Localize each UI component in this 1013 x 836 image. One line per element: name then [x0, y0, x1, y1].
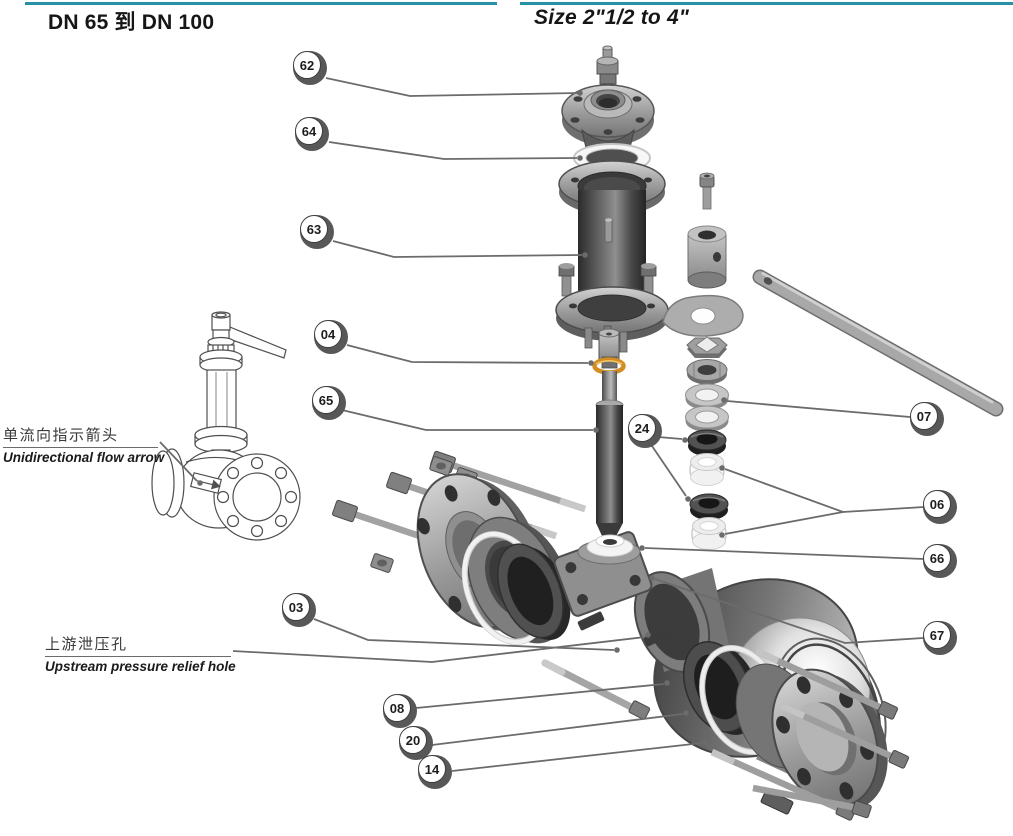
callout-14: 14 [418, 755, 452, 789]
size-title-imperial: Size 2"1/2 to 4" [534, 6, 690, 29]
thrust-ring-lower [691, 517, 727, 550]
stem-washer-upper [685, 383, 729, 410]
callout-14-label: 14 [418, 755, 446, 783]
flow-arrow-marking [189, 472, 223, 494]
extension-column [555, 160, 669, 353]
callout-64-label: 64 [295, 117, 323, 145]
callout-66: 66 [923, 544, 957, 578]
callout-62-label: 62 [293, 51, 321, 79]
assembled-valve-drawing [151, 311, 301, 541]
leader-lines [159, 77, 925, 772]
end-flange-bolts [710, 648, 910, 821]
callout-06: 06 [923, 490, 957, 524]
header-rule-left [25, 2, 497, 5]
upstream-seat-ring [497, 543, 571, 640]
size-title-metric: DN 65 到 DN 100 [48, 11, 215, 34]
callout-66-label: 66 [923, 544, 951, 572]
callout-62: 62 [293, 51, 327, 85]
callout-24-label: 24 [628, 414, 656, 442]
header-rule-right [520, 2, 1013, 5]
callout-20-label: 20 [399, 726, 427, 754]
callout-07-label: 07 [910, 402, 938, 430]
relief-hole-label-en: Upstream pressure relief hole [45, 659, 236, 674]
extended-stem [592, 328, 626, 541]
callout-67-label: 67 [923, 621, 951, 649]
relief-hole-annotation: 上游泄压孔 Upstream pressure relief hole [45, 633, 236, 674]
callout-08: 08 [383, 694, 417, 728]
handle-stop-plate [662, 294, 744, 337]
stem-coupling [687, 225, 727, 289]
callout-65-label: 65 [312, 386, 340, 414]
callout-65: 65 [312, 386, 346, 420]
leader-dots [197, 90, 727, 745]
callout-63: 63 [300, 215, 334, 249]
iso-mounting-pad [553, 531, 653, 617]
top-mounting-flange [561, 45, 655, 157]
callout-07: 07 [910, 402, 944, 436]
callout-04: 04 [314, 320, 348, 354]
stem-hex-nut [686, 359, 728, 385]
stem-seal-upper [687, 429, 727, 456]
flow-arrow-label-cn: 单流向指示箭头 [3, 424, 158, 448]
callout-63-label: 63 [300, 215, 328, 243]
pressure-relief-hole [577, 611, 671, 647]
body-bolt [541, 659, 651, 720]
callout-67: 67 [923, 621, 957, 655]
stem-collar [577, 534, 641, 565]
handle-rod [752, 269, 1004, 417]
callout-04-label: 04 [314, 320, 342, 348]
callout-20: 20 [399, 726, 433, 760]
stem-washer-lower [685, 405, 729, 432]
handle-bolt [699, 172, 715, 210]
stem-lock-nut [686, 336, 728, 358]
flow-arrow-annotation: 单流向指示箭头 Unidirectional flow arrow [3, 424, 164, 465]
thrust-ring-upper [689, 453, 725, 486]
relief-hole-label-cn: 上游泄压孔 [45, 633, 231, 657]
stem-seal-lower [689, 493, 729, 520]
flow-arrow-label-en: Unidirectional flow arrow [3, 450, 165, 465]
callout-03-label: 03 [282, 593, 310, 621]
callout-24: 24 [628, 414, 662, 448]
callout-64: 64 [295, 117, 329, 151]
callout-08-label: 08 [383, 694, 411, 722]
callout-03: 03 [282, 593, 316, 627]
callout-06-label: 06 [923, 490, 951, 518]
